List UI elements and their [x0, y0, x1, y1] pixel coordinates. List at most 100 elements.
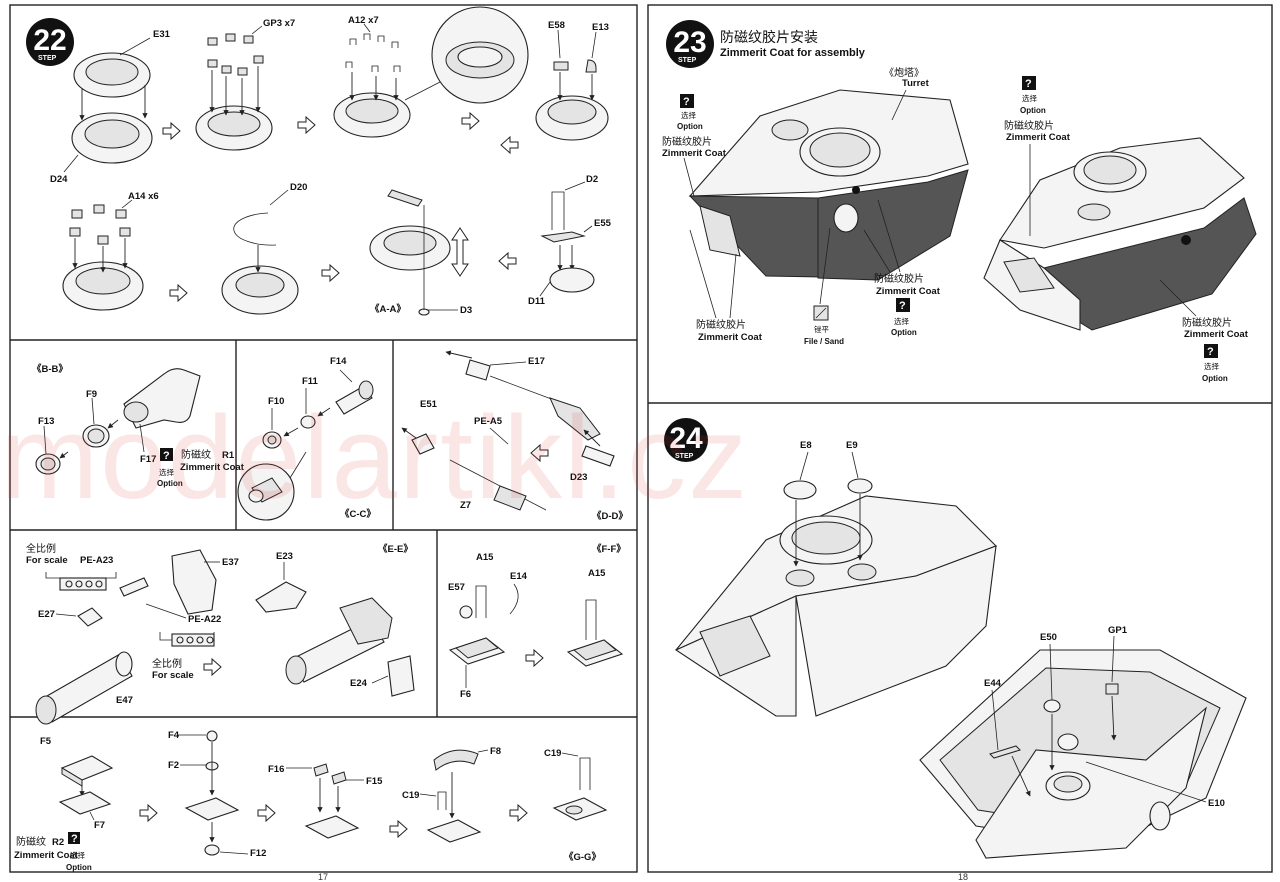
step24-section: 24 STEP E8 E9 E50 [664, 418, 1247, 859]
svg-text:Turret: Turret [902, 78, 930, 89]
svg-text:E13: E13 [592, 22, 609, 33]
svg-text:C19: C19 [544, 748, 561, 759]
step23-badge: 23 STEP [666, 20, 714, 68]
svg-text:F11: F11 [302, 376, 319, 387]
option-question-icon [68, 832, 80, 844]
svg-text:E55: E55 [594, 218, 612, 229]
svg-text:防磁纹: 防磁纹 [16, 835, 46, 848]
panel-dd: E17 E51 PE-A5 Z7 D23 《D-D》 [401, 350, 628, 522]
option-question-icon [1204, 344, 1218, 358]
svg-text:PE-A5: PE-A5 [474, 416, 503, 427]
svg-text:?: ? [163, 450, 170, 462]
svg-text:F15: F15 [366, 776, 383, 787]
svg-text:D2: D2 [586, 174, 598, 185]
svg-text:E17: E17 [528, 356, 545, 367]
svg-text:F2: F2 [168, 760, 179, 771]
svg-text:选择: 选择 [1204, 361, 1220, 371]
svg-text:防磁纹胶片: 防磁纹胶片 [874, 272, 924, 285]
turret-right-drawing [983, 137, 1257, 331]
ring-assembly-a12 [333, 23, 411, 138]
svg-text:E8: E8 [800, 440, 812, 451]
flow-arrow-icon [500, 135, 519, 155]
step23-section: 23 STEP 防磁纹胶片安装 Zimmerit Coat for assemb… [662, 20, 1257, 383]
detail-zoom-circle [404, 6, 529, 104]
hull-step24-drawing [919, 649, 1247, 859]
step22-badge: 22 STEP [26, 18, 74, 66]
svg-text:《G-G》: 《G-G》 [564, 851, 601, 863]
svg-text:Option: Option [157, 479, 183, 488]
svg-text:?: ? [683, 96, 690, 108]
svg-text:F14: F14 [330, 356, 347, 367]
svg-text:D20: D20 [290, 182, 307, 193]
panel-bb: 《B-B》 F9 F13 F17 ? 防磁纹 R1 Zimmerit Coat … [32, 363, 245, 488]
ring-assembly-d20 [221, 189, 299, 315]
turret-step24-drawing [674, 495, 997, 717]
svg-text:Option: Option [677, 122, 703, 131]
svg-text:D3: D3 [460, 305, 472, 316]
svg-text:GP1: GP1 [1108, 625, 1128, 636]
step22-section: 22 STEP E31 D24 [26, 6, 612, 316]
svg-text:全比例: 全比例 [152, 657, 182, 670]
flow-arrow-icon [498, 251, 517, 271]
svg-text:E14: E14 [510, 571, 528, 582]
svg-text:选择: 选择 [70, 850, 85, 860]
svg-text:《F-F》: 《F-F》 [592, 543, 626, 555]
svg-text:防磁纹胶片: 防磁纹胶片 [696, 318, 746, 331]
svg-text:D24: D24 [50, 174, 68, 185]
svg-text:STEP: STEP [675, 453, 694, 460]
svg-text:E47: E47 [116, 695, 133, 706]
step23-title: 防磁纹胶片安装 [720, 29, 818, 46]
svg-text:PE-A23: PE-A23 [80, 555, 113, 566]
svg-text:24: 24 [669, 422, 703, 455]
svg-text:23: 23 [673, 26, 706, 59]
svg-text:Option: Option [66, 863, 92, 872]
svg-text:E31: E31 [153, 29, 171, 40]
svg-text:E23: E23 [276, 551, 293, 562]
svg-text:Z7: Z7 [460, 500, 471, 511]
flow-arrow-icon [169, 283, 188, 303]
ring-assembly-e31-d24 [63, 37, 153, 173]
svg-text:《C-C》: 《C-C》 [340, 508, 376, 520]
svg-text:E44: E44 [984, 678, 1002, 689]
flow-arrow-icon [321, 263, 340, 283]
svg-text:选择: 选择 [1022, 93, 1038, 103]
svg-text:Zimmerit Coat: Zimmerit Coat [1006, 132, 1071, 143]
watermark-text: modelartikl.cz [0, 392, 749, 524]
svg-text:?: ? [71, 833, 78, 845]
svg-text:?: ? [899, 300, 906, 312]
svg-text:Zimmerit Coat: Zimmerit Coat [180, 462, 245, 473]
svg-text:A14 x6: A14 x6 [128, 191, 159, 202]
svg-text:Zimmerit Coat: Zimmerit Coat [876, 286, 941, 297]
panel-ee: 全比例 For scale PE-A23 E37 E27 PE-A22 全比例 … [26, 542, 415, 725]
ring-assembly-gp3 [195, 25, 273, 151]
svg-text:选择: 选择 [681, 110, 696, 120]
svg-text:R1: R1 [222, 450, 235, 461]
svg-text:STEP: STEP [38, 55, 57, 62]
svg-text:防磁纹胶片: 防磁纹胶片 [1182, 316, 1232, 329]
svg-text:File / Sand: File / Sand [804, 337, 844, 346]
svg-text:全比例: 全比例 [26, 542, 56, 555]
hatch-assembly-d2-e55 [539, 181, 595, 297]
svg-text:F10: F10 [268, 396, 284, 407]
svg-text:锉平: 锉平 [814, 324, 829, 334]
flow-arrow-icon [461, 111, 480, 131]
ring-assembly-aa [369, 189, 469, 316]
svg-text:F9: F9 [86, 389, 97, 400]
svg-text:《A-A》: 《A-A》 [370, 303, 406, 315]
svg-text:选择: 选择 [894, 316, 909, 326]
svg-text:F17: F17 [140, 454, 156, 465]
svg-text:22: 22 [33, 24, 66, 57]
option-question-icon [160, 448, 173, 461]
left-page-frame [9, 4, 638, 873]
option-question-icon [896, 298, 910, 312]
flow-arrow-icon [297, 115, 316, 135]
svg-text:C19: C19 [402, 790, 419, 801]
step24-badge: 24 STEP [664, 418, 708, 462]
right-page-frame [647, 4, 1273, 873]
svg-text:F16: F16 [268, 764, 284, 775]
svg-text:?: ? [1207, 346, 1214, 358]
svg-text:E10: E10 [1208, 798, 1225, 809]
svg-text:STEP: STEP [678, 57, 697, 64]
svg-text:E27: E27 [38, 609, 55, 620]
